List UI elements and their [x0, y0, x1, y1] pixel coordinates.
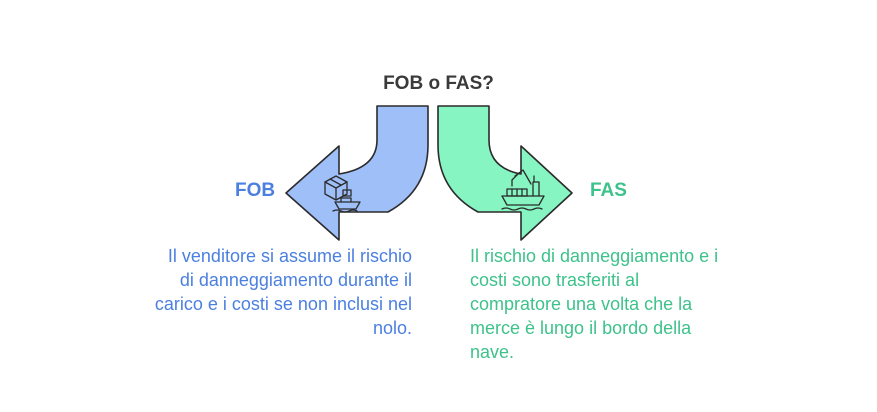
fas-arrow [437, 105, 573, 241]
fas-description: Il rischio di danneggiamento e i costi s… [470, 246, 719, 362]
ship-crane-icon [501, 169, 545, 211]
fob-description: Il venditore si assume il rischio di dan… [154, 246, 412, 338]
fas-label: FAS [590, 180, 627, 201]
fob-arrow [285, 105, 429, 241]
cargo-ship-boxes-icon [324, 175, 361, 213]
fob-label: FOB [235, 180, 276, 201]
diagram-title: FOB o FAS? [383, 73, 494, 94]
